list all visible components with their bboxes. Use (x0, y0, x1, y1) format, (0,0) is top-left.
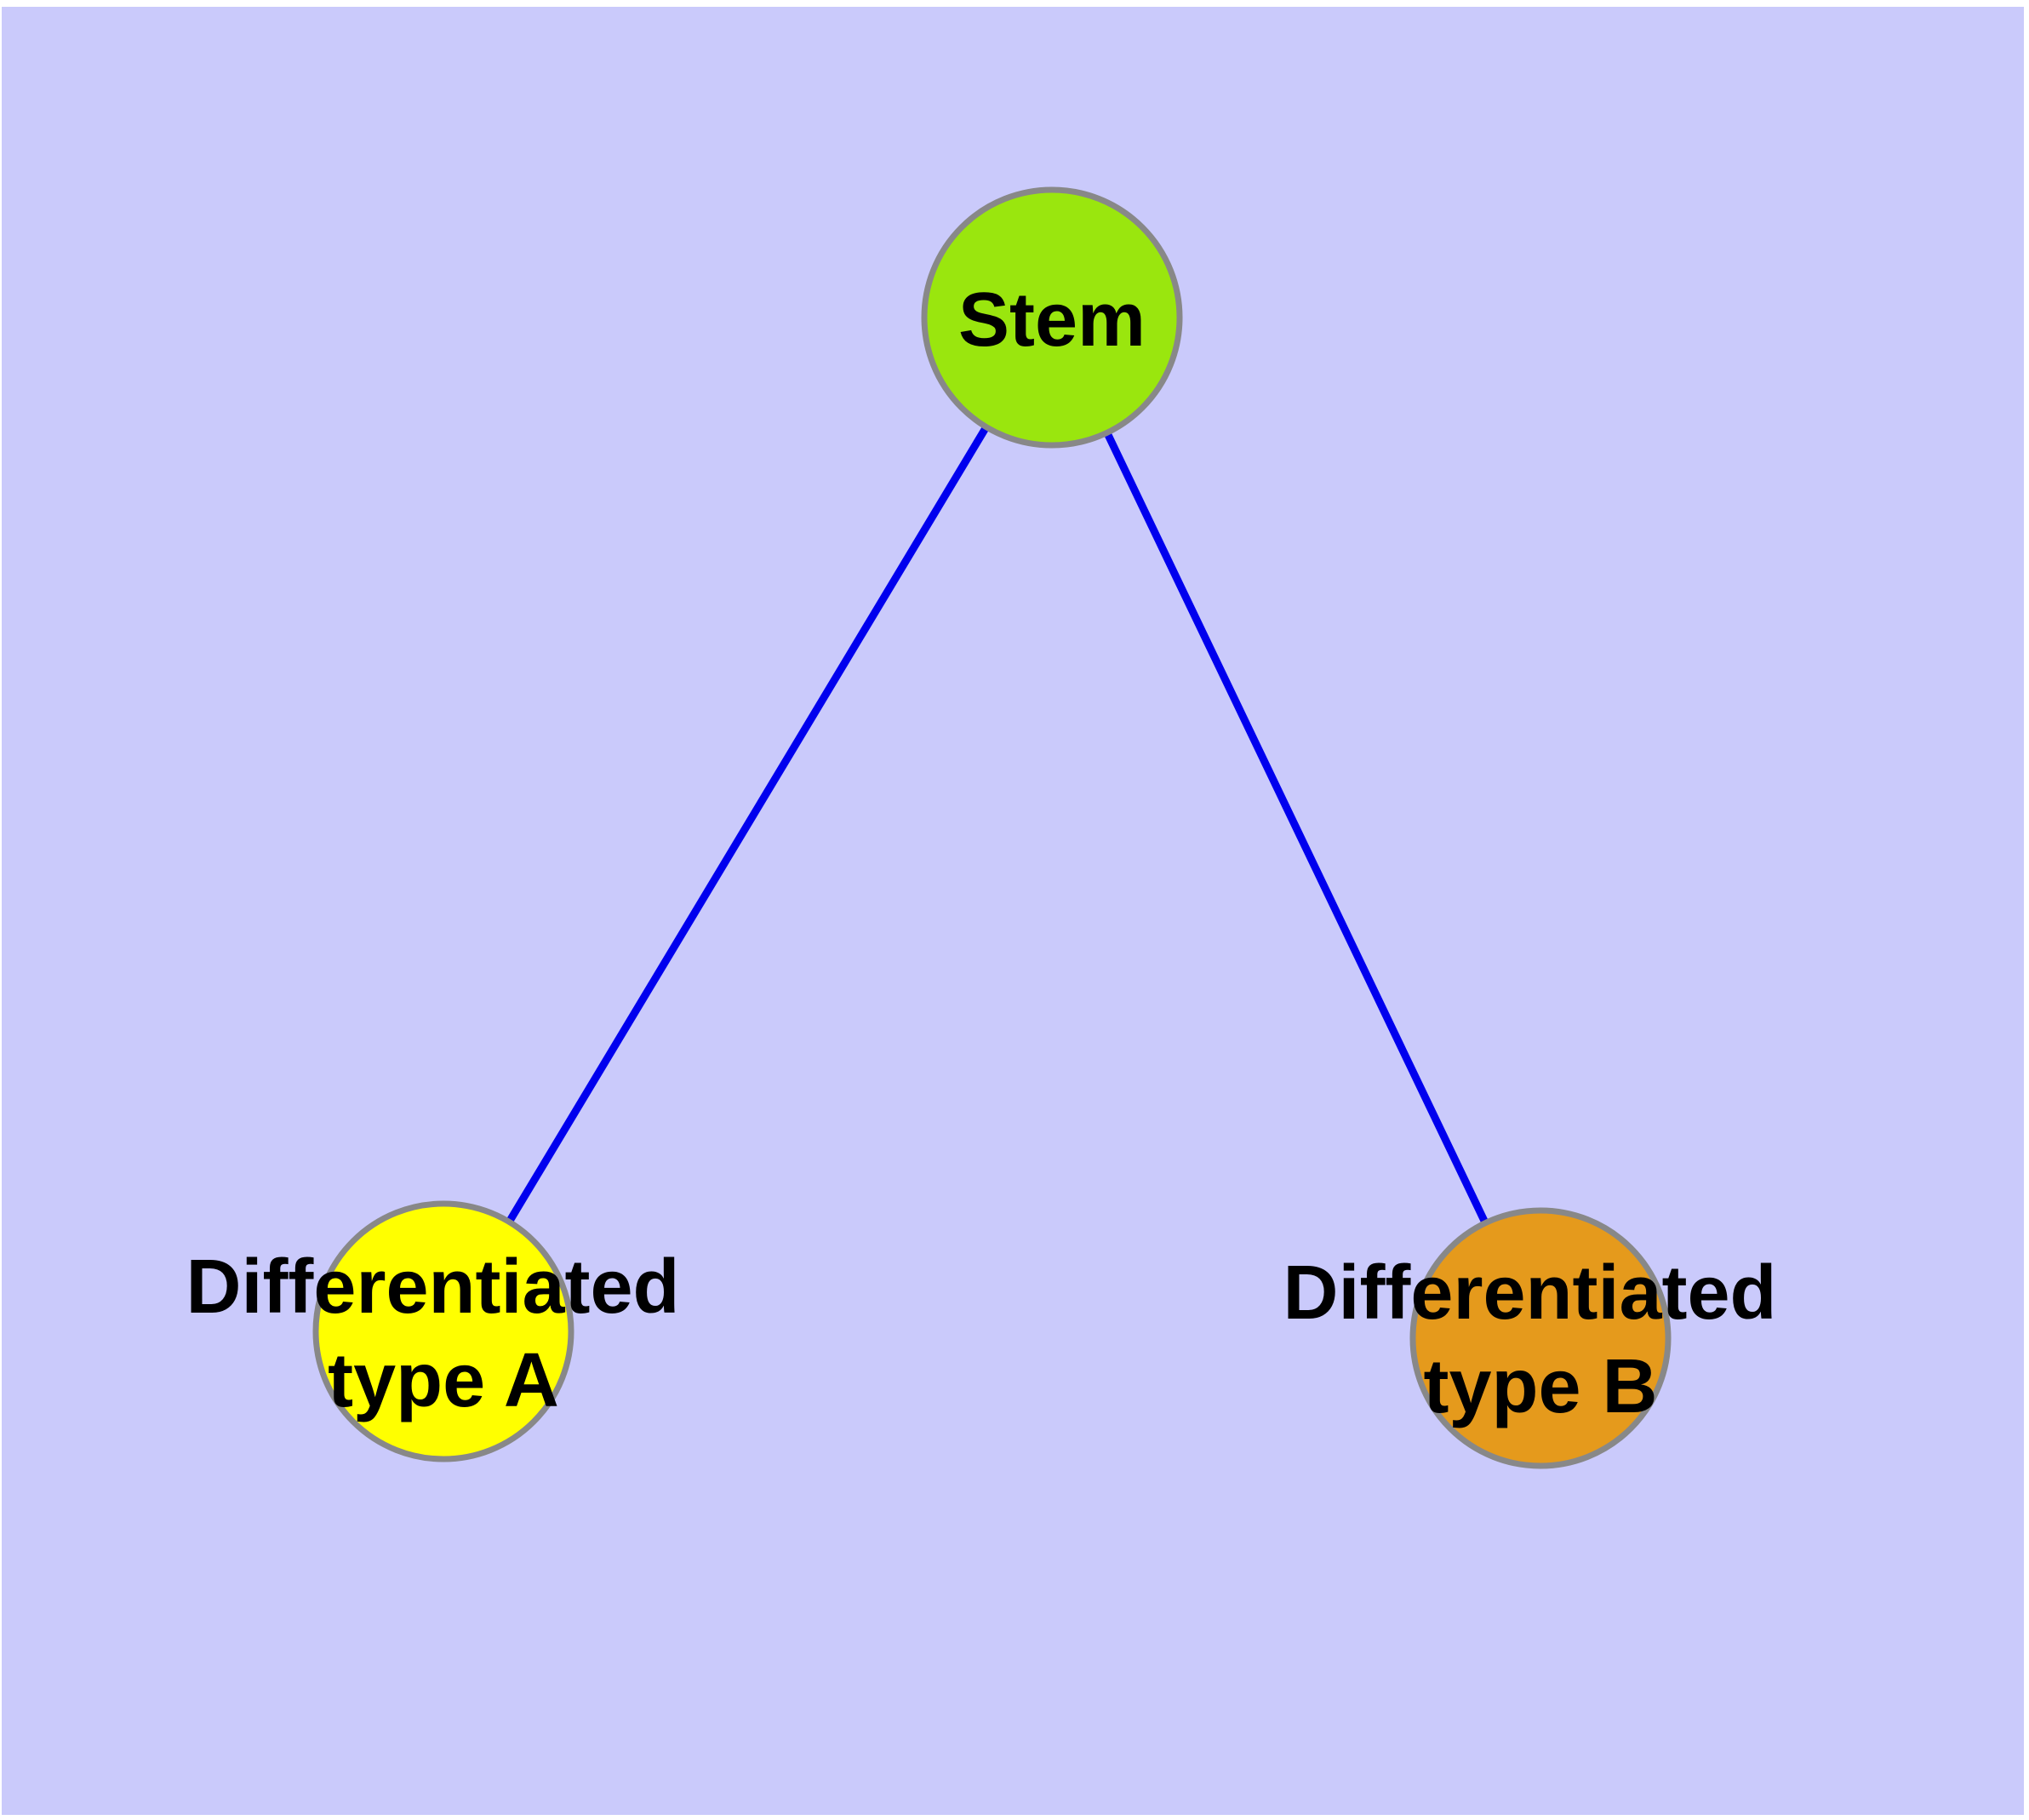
node-type-a-circle (312, 1200, 574, 1462)
edge-stem-to-type-a (440, 315, 1055, 1334)
node-type-b-circle (1409, 1207, 1672, 1469)
node-type-b-label-line1: Differentiated (1283, 1251, 1776, 1336)
node-type-b-label: Differentiated type B (1283, 1251, 1798, 1429)
edge-stem-to-type-b (1048, 316, 1545, 1340)
node-stem-label: Stem (958, 278, 1146, 363)
node-stem-circle (921, 186, 1183, 449)
node-type-a-label-line2: type A (328, 1338, 559, 1423)
node-type-a-label-line1: Differentiated (186, 1245, 679, 1330)
node-type-a-label: Differentiated type A (186, 1245, 700, 1423)
node-type-b-label-line2: type B (1423, 1344, 1657, 1429)
